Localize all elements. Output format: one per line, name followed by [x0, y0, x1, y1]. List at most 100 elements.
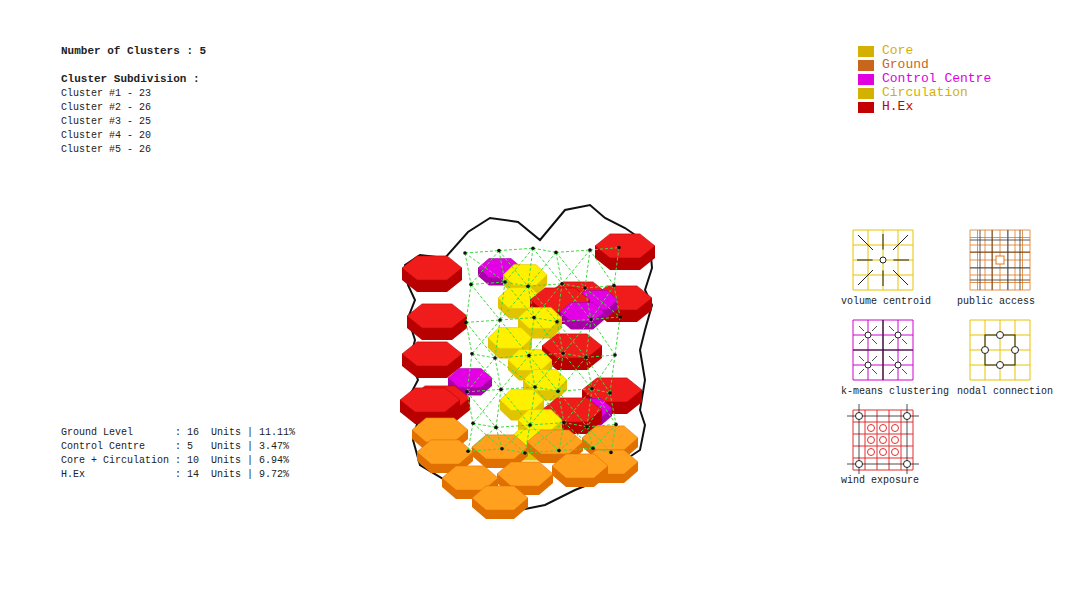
- icon-circle: [895, 362, 901, 368]
- unit-stat: Ground Level : 16 Units | 11.11%: [61, 427, 295, 439]
- network-link: [472, 354, 495, 358]
- legend-text: Circulation: [882, 85, 968, 101]
- network-node: [591, 446, 595, 450]
- legend-text: Ground: [882, 57, 929, 73]
- network-link: [562, 284, 585, 288]
- icon-stroke: [853, 349, 913, 350]
- icon-stroke: [883, 234, 884, 250]
- icon-grid-line: [970, 290, 1030, 291]
- subdivision-heading: Cluster Subdivision :: [61, 73, 200, 86]
- network-node: [528, 423, 532, 427]
- network-link: [468, 427, 496, 451]
- icon-stroke: [893, 270, 908, 285]
- network-link: [563, 353, 592, 389]
- icon-stroke: [859, 326, 864, 331]
- network-link: [558, 357, 586, 391]
- network-link: [528, 252, 556, 286]
- network-link: [466, 322, 495, 358]
- prism-top: [400, 388, 460, 412]
- network-node: [613, 353, 617, 357]
- network-node: [464, 321, 468, 325]
- icon-circle: [880, 257, 886, 263]
- icon-grid-line: [913, 410, 914, 470]
- icon-grid-line: [1030, 230, 1031, 290]
- icon-stroke: [858, 270, 873, 285]
- hex-prism: [402, 342, 462, 378]
- network-link: [466, 322, 472, 353]
- network-link: [528, 284, 562, 286]
- icon-circle: [997, 332, 1004, 339]
- network-link: [502, 449, 525, 453]
- network-link: [466, 284, 471, 322]
- legend-text: Core: [882, 43, 913, 59]
- icon-caption: nodal connection: [957, 386, 1053, 398]
- network-node: [500, 447, 504, 451]
- network-link: [558, 389, 592, 391]
- network-link: [558, 391, 587, 427]
- network-node: [498, 318, 502, 322]
- network-link: [590, 248, 619, 250]
- icon-stroke: [857, 260, 873, 261]
- network-link: [586, 319, 591, 357]
- network-link: [499, 251, 505, 282]
- network-link: [466, 320, 500, 322]
- network-node: [493, 356, 497, 360]
- hex-prism: [407, 304, 467, 340]
- network-link: [564, 389, 592, 423]
- prism-top: [407, 304, 467, 328]
- network-link: [559, 427, 587, 451]
- network-link: [591, 319, 615, 355]
- network-link: [525, 425, 530, 453]
- network-link: [535, 387, 558, 391]
- prism-top: [508, 350, 552, 371]
- network-link: [505, 282, 534, 318]
- network-node: [531, 246, 535, 250]
- network-link: [614, 286, 620, 317]
- network-link: [473, 389, 501, 423]
- network-node: [588, 248, 592, 252]
- hex-prism: [595, 234, 655, 270]
- network-link: [585, 286, 614, 288]
- icon-grid-line: [853, 434, 913, 435]
- unit-stat: H.Ex : 14 Units | 9.72%: [61, 469, 289, 481]
- network-node: [617, 246, 621, 250]
- network-node: [471, 421, 475, 425]
- network-link: [557, 322, 563, 353]
- network-link: [502, 425, 530, 449]
- network-link: [473, 423, 496, 427]
- legend-swatch: [858, 102, 874, 113]
- icon-grid-line: [970, 380, 1030, 381]
- icon-stroke: [872, 326, 877, 331]
- legend-text: Control Centre: [882, 71, 991, 87]
- network-link: [496, 427, 525, 453]
- icon-circle: [904, 461, 911, 468]
- icon-stroke: [992, 230, 993, 290]
- network-link: [500, 320, 529, 356]
- network-node: [526, 284, 530, 288]
- icon-stroke: [980, 230, 981, 290]
- network-link: [564, 423, 587, 427]
- network-link: [558, 391, 564, 422]
- network-link: [610, 393, 616, 424]
- network-link: [593, 448, 611, 452]
- icon-stroke: [1008, 230, 1009, 290]
- icon-caption: public access: [957, 296, 1035, 308]
- icon-stroke: [970, 252, 1030, 253]
- network-link: [496, 427, 502, 448]
- public-access-icon: [970, 230, 1030, 290]
- network-link: [529, 356, 558, 392]
- k-means-icon: [853, 320, 913, 380]
- icon-stroke: [902, 369, 907, 374]
- network-link: [535, 387, 564, 423]
- network-link: [563, 353, 586, 357]
- cluster-size: Cluster #2 - 26: [61, 102, 151, 114]
- network-link: [499, 248, 533, 250]
- network-link: [465, 253, 471, 284]
- network-link: [614, 248, 619, 286]
- cluster-size: Cluster #4 - 20: [61, 130, 151, 142]
- network-link: [590, 250, 614, 286]
- icon-grid-line: [853, 410, 854, 470]
- network-link: [556, 252, 562, 283]
- icon-grid-line: [970, 350, 1030, 351]
- network-node: [554, 251, 558, 255]
